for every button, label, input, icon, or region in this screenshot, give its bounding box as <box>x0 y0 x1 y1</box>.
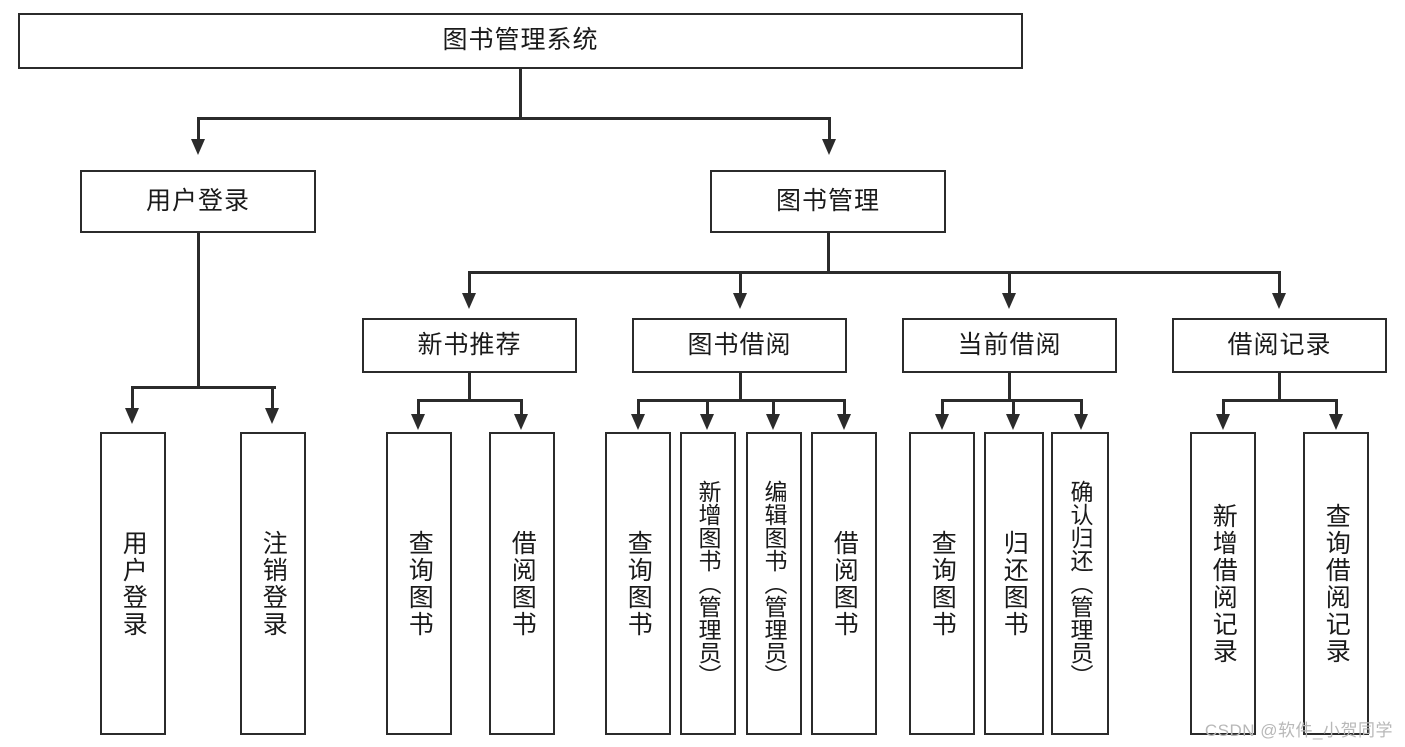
node-book-borrow[interactable]: 图书借阅 <box>632 318 847 373</box>
connector-root-stem <box>519 69 522 118</box>
arrow-to-leaf-borrow-record-1 <box>1216 414 1230 430</box>
node-label: 当前借阅 <box>957 330 1062 359</box>
leaf-label: 查询图书 <box>624 529 653 638</box>
leaf-user-login-logout[interactable]: 注销登录 <box>240 432 306 735</box>
connector-level3-drop-1 <box>468 271 471 295</box>
arrow-to-leaf-current-borrow-1 <box>935 414 949 430</box>
connector-book-borrow-drop-4 <box>843 399 846 416</box>
node-label: 用户登录 <box>145 186 250 215</box>
arrow-to-leaf-current-borrow-2 <box>1006 414 1020 430</box>
leaf-book-borrow-query-book[interactable]: 查询图书 <box>605 432 671 735</box>
arrow-to-leaf-borrow-record-2 <box>1329 414 1343 430</box>
connector-book-borrow-bar <box>637 399 845 402</box>
leaf-current-borrow-query-book[interactable]: 查询图书 <box>909 432 975 735</box>
connector-level3-bar <box>468 271 1280 274</box>
connector-root-drop-left <box>197 117 200 141</box>
leaf-label: 借阅图书 <box>830 529 859 638</box>
leaf-new-book-query-book[interactable]: 查询图书 <box>386 432 452 735</box>
arrow-to-leaf-new-book-1 <box>411 414 425 430</box>
connector-current-borrow-drop-1 <box>941 399 944 416</box>
leaf-label: 新增借阅记录 <box>1209 502 1238 665</box>
leaf-book-borrow-borrow-book[interactable]: 借阅图书 <box>811 432 877 735</box>
node-root-library-system[interactable]: 图书管理系统 <box>18 13 1023 69</box>
leaf-label: 注销登录 <box>259 529 288 638</box>
connector-user-login-drop-1 <box>131 386 134 410</box>
node-book-management[interactable]: 图书管理 <box>710 170 946 233</box>
connector-new-book-bar <box>417 399 523 402</box>
node-label: 图书管理系统 <box>442 26 599 55</box>
connector-book-borrow-stem <box>739 373 742 401</box>
node-borrow-record[interactable]: 借阅记录 <box>1172 318 1387 373</box>
connector-new-book-drop-1 <box>417 399 420 416</box>
connector-root-drop-right <box>828 117 831 141</box>
arrow-to-borrow-record <box>1272 293 1286 309</box>
connector-new-book-stem <box>468 373 471 401</box>
connector-borrow-record-drop-1 <box>1222 399 1225 416</box>
node-label: 图书管理 <box>775 186 880 215</box>
arrow-to-leaf-book-borrow-4 <box>837 414 851 430</box>
arrow-to-leaf-book-borrow-2 <box>700 414 714 430</box>
arrow-to-new-book-recommend <box>462 293 476 309</box>
leaf-label: 归还图书 <box>1000 529 1029 638</box>
leaf-label: 编辑图书（管理员） <box>761 480 788 687</box>
connector-current-borrow-stem <box>1008 373 1011 401</box>
leaf-book-borrow-edit-book-admin[interactable]: 编辑图书（管理员） <box>746 432 802 735</box>
node-current-borrow[interactable]: 当前借阅 <box>902 318 1117 373</box>
connector-level3-drop-2 <box>739 271 742 295</box>
arrow-to-book-borrow <box>733 293 747 309</box>
arrow-to-leaf-user-login-1 <box>125 408 139 424</box>
connector-new-book-drop-2 <box>520 399 523 416</box>
leaf-new-book-borrow-book[interactable]: 借阅图书 <box>489 432 555 735</box>
leaf-current-borrow-confirm-return-admin[interactable]: 确认归还（管理员） <box>1051 432 1109 735</box>
connector-borrow-record-bar <box>1222 399 1337 402</box>
connector-borrow-record-stem <box>1278 373 1281 401</box>
arrow-to-current-borrow <box>1002 293 1016 309</box>
leaf-label: 查询图书 <box>928 529 957 638</box>
connector-book-borrow-drop-2 <box>706 399 709 416</box>
leaf-label: 查询图书 <box>405 529 434 638</box>
connector-current-borrow-drop-3 <box>1080 399 1083 416</box>
arrow-to-user-login <box>191 139 205 155</box>
connector-user-login-stem <box>197 233 200 388</box>
connector-borrow-record-drop-2 <box>1335 399 1338 416</box>
leaf-borrow-record-query-record[interactable]: 查询借阅记录 <box>1303 432 1369 735</box>
connector-book-borrow-drop-3 <box>772 399 775 416</box>
connector-user-login-bar <box>131 386 276 389</box>
leaf-book-borrow-add-book-admin[interactable]: 新增图书（管理员） <box>680 432 736 735</box>
arrow-to-leaf-book-borrow-1 <box>631 414 645 430</box>
leaf-current-borrow-return-book[interactable]: 归还图书 <box>984 432 1044 735</box>
node-label: 图书借阅 <box>687 330 792 359</box>
node-new-book-recommend[interactable]: 新书推荐 <box>362 318 577 373</box>
leaf-label: 确认归还（管理员） <box>1067 480 1094 687</box>
node-user-login[interactable]: 用户登录 <box>80 170 316 233</box>
leaf-borrow-record-add-record[interactable]: 新增借阅记录 <box>1190 432 1256 735</box>
connector-book-borrow-drop-1 <box>637 399 640 416</box>
connector-current-borrow-drop-2 <box>1012 399 1015 416</box>
leaf-label: 借阅图书 <box>508 529 537 638</box>
connector-level3-drop-3 <box>1008 271 1011 295</box>
arrow-to-leaf-current-borrow-3 <box>1074 414 1088 430</box>
leaf-user-login-user-login[interactable]: 用户登录 <box>100 432 166 735</box>
leaf-label: 用户登录 <box>119 529 148 638</box>
arrow-to-leaf-new-book-2 <box>514 414 528 430</box>
node-label: 借阅记录 <box>1227 330 1332 359</box>
node-label: 新书推荐 <box>417 330 522 359</box>
connector-book-management-stem <box>827 233 830 273</box>
leaf-label: 查询借阅记录 <box>1322 502 1351 665</box>
connector-root-bar <box>197 117 831 120</box>
connector-current-borrow-bar <box>941 399 1082 402</box>
arrow-to-book-management <box>822 139 836 155</box>
arrow-to-leaf-book-borrow-3 <box>766 414 780 430</box>
arrow-to-leaf-user-login-2 <box>265 408 279 424</box>
leaf-label: 新增图书（管理员） <box>695 480 722 687</box>
connector-level3-drop-4 <box>1278 271 1281 295</box>
connector-user-login-drop-2 <box>271 386 274 410</box>
